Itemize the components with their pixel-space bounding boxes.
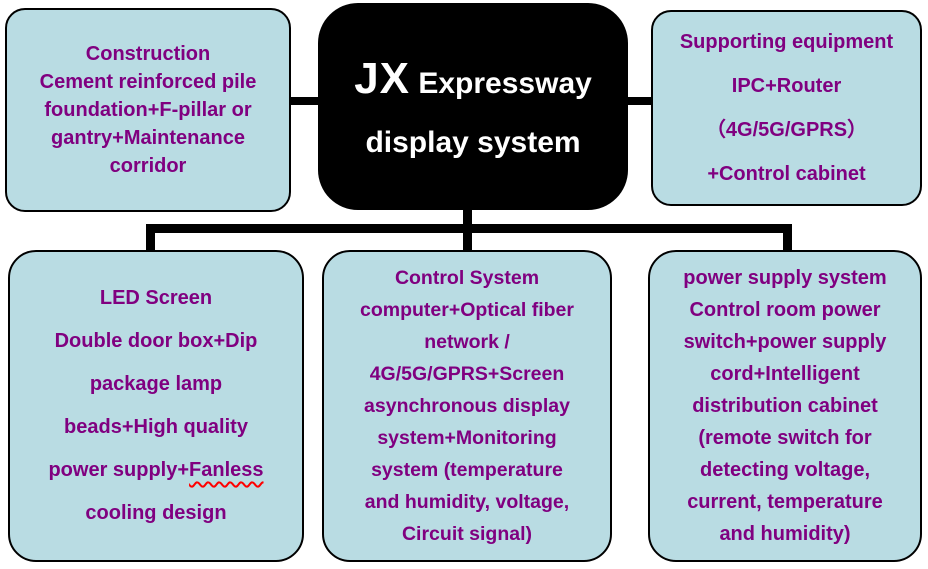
led-screen-box: LED Screen Double door box+Dip package l… (8, 250, 304, 562)
control-system-box: Control System computer+Optical fiber ne… (322, 250, 612, 562)
led-screen-spellcheck-word: Fanless (189, 459, 264, 481)
led-screen-text-before: LED Screen Double door box+Dip package l… (48, 287, 258, 481)
connector-stub-led-screen (146, 224, 155, 252)
power-supply-system-box: power supply system Control room power s… (648, 250, 922, 562)
connector-stub-power-supply (783, 224, 792, 252)
led-screen-text: LED Screen Double door box+Dip package l… (48, 277, 263, 535)
title-main: JX (354, 53, 411, 103)
supporting-equipment-text: Supporting equipment IPC+Router （4G/5G/G… (679, 31, 894, 185)
title-box: JX Expressway display system (318, 3, 628, 210)
connector-horizontal-bar (146, 224, 792, 233)
title-sub: Expressway (418, 66, 592, 100)
led-screen-text-after: cooling design (85, 502, 227, 524)
construction-text: Construction Cement reinforced pile foun… (39, 43, 257, 177)
title-line2: display system (365, 125, 581, 159)
power-supply-system-text: power supply system Control room power s… (683, 267, 887, 545)
construction-box: Construction Cement reinforced pile foun… (5, 8, 291, 212)
supporting-equipment-box: Supporting equipment IPC+Router （4G/5G/G… (651, 10, 922, 206)
control-system-text: Control System computer+Optical fiber ne… (359, 267, 574, 545)
connector-center-to-supporting-equipment (624, 97, 656, 105)
title-line1: JX Expressway (354, 54, 592, 104)
connector-center-to-construction (286, 97, 322, 105)
